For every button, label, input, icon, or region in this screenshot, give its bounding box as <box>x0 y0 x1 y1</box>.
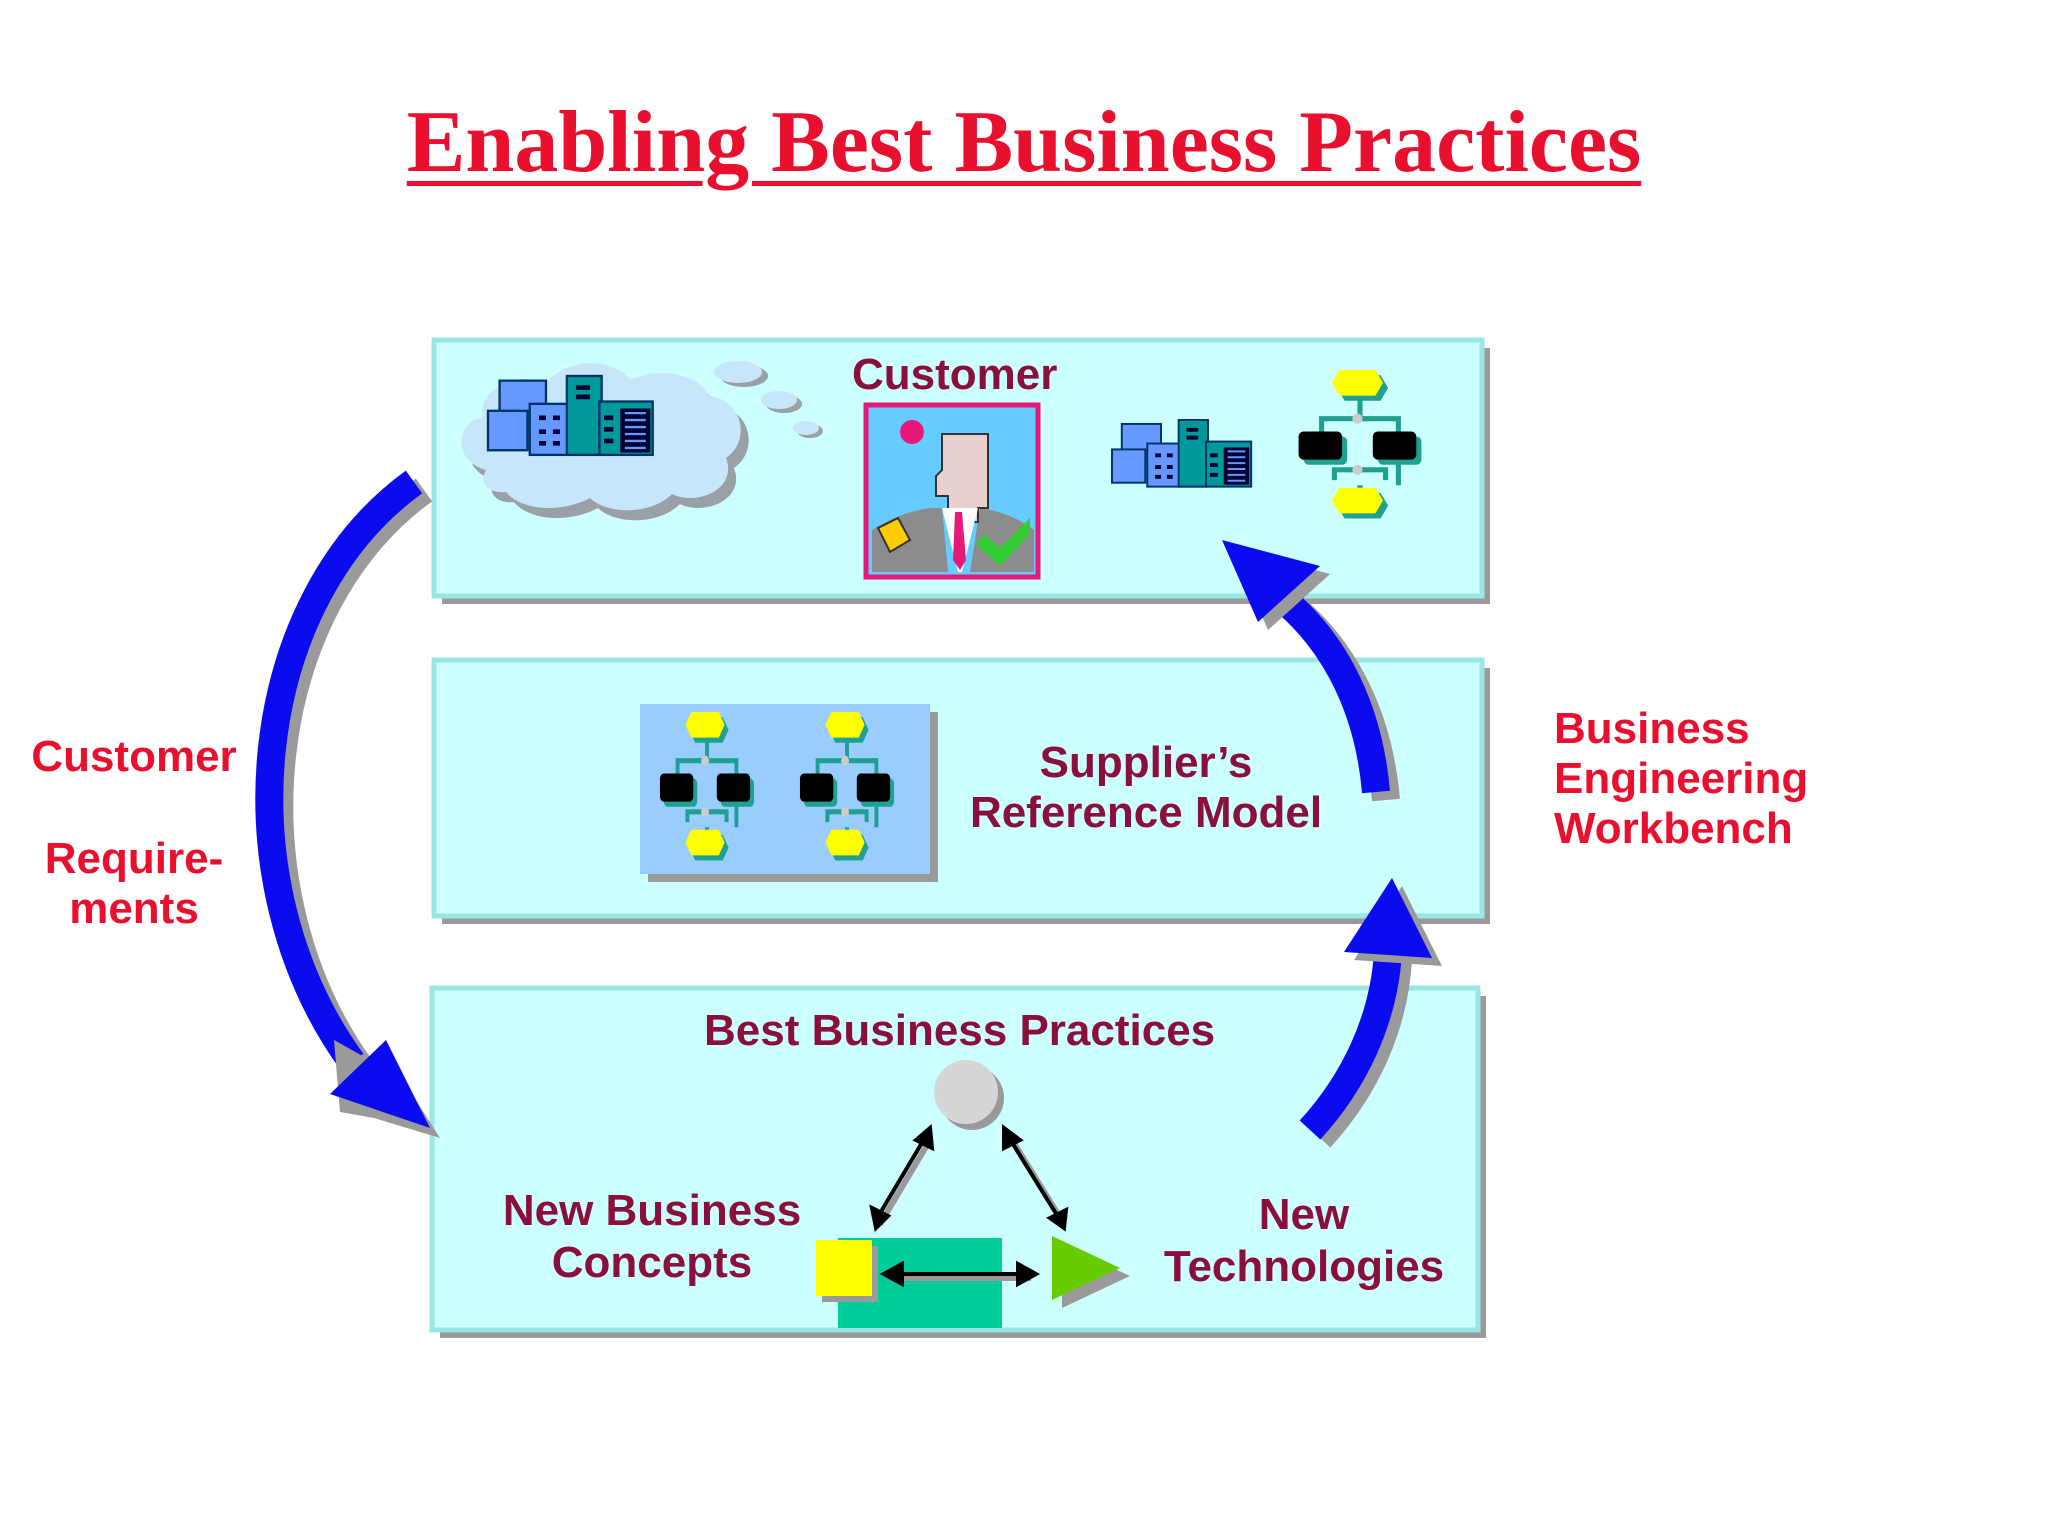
workbench-label-line2: Engineering <box>1554 754 1809 803</box>
new-business-concepts-line2: Concepts <box>551 1238 753 1287</box>
new-technologies-line2: Technologies <box>1163 1242 1445 1291</box>
reference-model-icon <box>640 704 938 882</box>
customer-label: Customer <box>852 350 1058 399</box>
gray-sphere-icon <box>934 1060 1004 1130</box>
new-technologies-line1: New <box>1258 1190 1350 1239</box>
thought-bubble-icon <box>714 361 823 438</box>
customer-person-icon <box>863 402 1041 580</box>
customer-requirements-line3: ments <box>69 884 199 933</box>
workbench-lower-arrow <box>1299 878 1442 1148</box>
new-business-concepts-line1: New Business <box>502 1186 802 1235</box>
reference-model-label-line2: Reference Model <box>969 788 1323 837</box>
workbench-label-line1: Business <box>1554 704 1750 753</box>
customer-requirements-line2: Require- <box>44 834 224 883</box>
reference-model-label-line1: Supplier’s <box>1039 738 1253 787</box>
workbench-label-line3: Workbench <box>1554 804 1793 853</box>
relationship-arrows <box>869 1123 1069 1288</box>
customer-requirements-line1: Customer <box>31 732 237 781</box>
best-practices-label: Best Business Practices <box>704 1006 1216 1055</box>
customer-requirements-arrow <box>255 470 440 1138</box>
workbench-upper-arrow <box>1222 540 1400 802</box>
green-triangle-icon <box>1052 1236 1130 1308</box>
page-title: Enabling Best Business Practices <box>406 94 1642 191</box>
reference-model-panel <box>431 657 1490 924</box>
yellow-square-icon <box>816 1240 878 1302</box>
